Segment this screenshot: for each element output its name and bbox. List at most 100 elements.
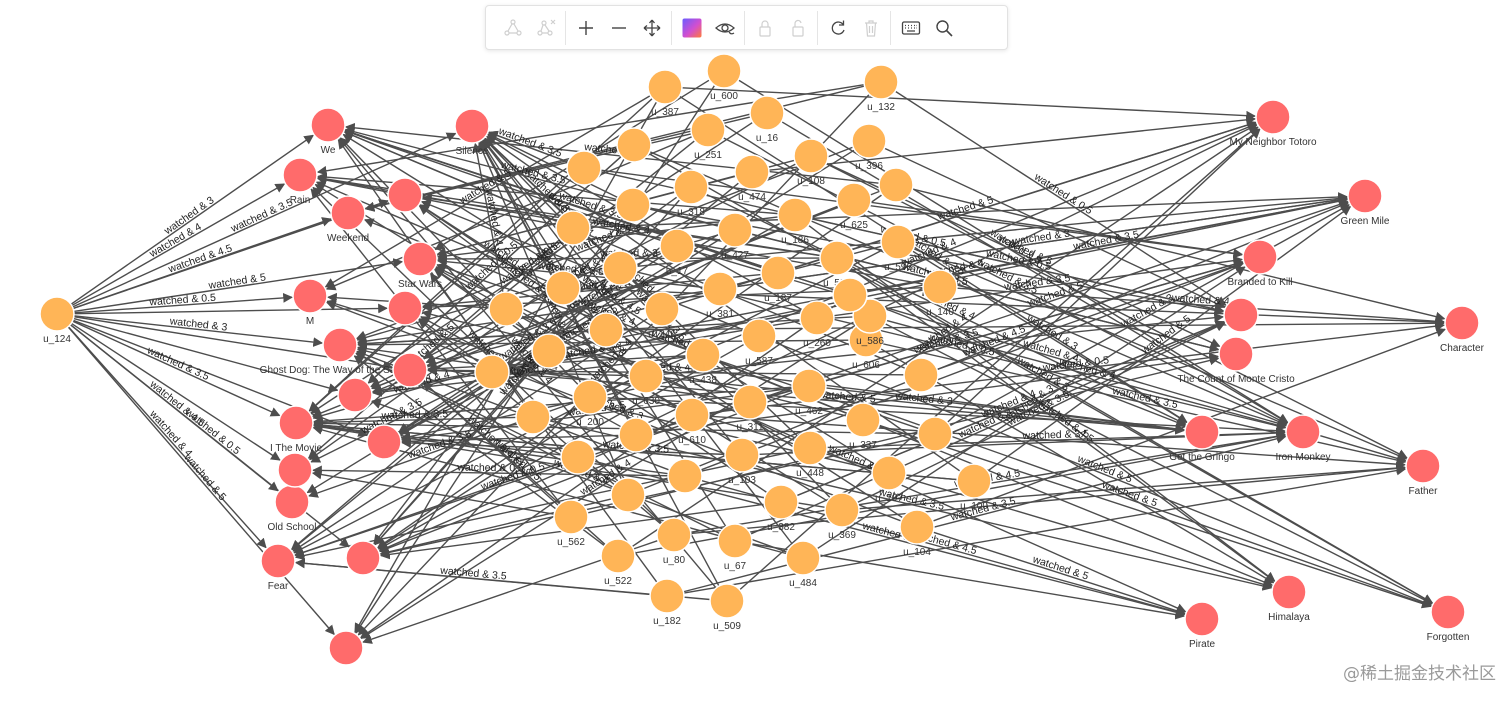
movie-node[interactable]: Silence [454,108,490,157]
user-node[interactable]: u_509 [709,583,745,632]
zoom-in-button[interactable] [569,11,602,44]
movie-node[interactable]: Green Mile [1341,178,1390,227]
movie-node[interactable]: Weekend [327,195,369,244]
user-node[interactable]: u_107 [871,455,907,504]
movie-node-circle[interactable] [1184,601,1220,637]
user-node[interactable]: u_108 [793,138,829,187]
movie-node[interactable]: Branded to Kill [1227,239,1293,288]
user-node-circle[interactable] [899,509,935,545]
user-node-circle[interactable] [871,455,907,491]
movie-node[interactable]: Rain [282,157,318,206]
movie-node-circle[interactable] [328,630,364,666]
movie-node[interactable] [387,290,423,326]
movie-node-circle[interactable] [402,241,438,277]
user-node-circle[interactable] [553,499,589,535]
movie-node-circle[interactable] [282,157,318,193]
movie-node-circle[interactable] [310,107,346,143]
movie-node[interactable]: My Neighbor Totoro [1229,99,1317,148]
user-node[interactable] [616,127,652,163]
movie-node-circle[interactable] [387,290,423,326]
user-node-circle[interactable] [792,430,828,466]
user-node[interactable] [488,291,524,327]
user-node-circle[interactable] [732,384,768,420]
user-node-circle[interactable] [741,318,777,354]
user-node-circle[interactable] [628,358,664,394]
movie-node-circle[interactable] [260,543,296,579]
user-node-circle[interactable] [851,123,887,159]
user-node[interactable]: u_610 [674,397,710,446]
user-node-circle[interactable] [702,271,738,307]
movie-node-circle[interactable] [1285,414,1321,450]
user-node-circle[interactable] [824,492,860,528]
user-node-circle[interactable] [749,95,785,131]
user-node-circle[interactable] [659,228,695,264]
user-node[interactable]: u_337 [845,402,881,451]
user-node-circle[interactable] [793,138,829,174]
zoom-out-button[interactable] [602,11,635,44]
user-node[interactable] [560,439,596,475]
user-node[interactable]: u_596 [880,224,916,273]
movie-node-circle[interactable] [330,195,366,231]
user-node[interactable]: u_104 [899,509,935,558]
user-node-circle[interactable] [903,357,939,393]
user-node-circle[interactable] [673,169,709,205]
movie-node[interactable] [277,452,313,488]
add-edge-button[interactable] [496,11,529,44]
movie-node-circle[interactable] [292,278,328,314]
user-node[interactable]: u_246 [644,291,680,340]
movie-node[interactable] [366,424,402,460]
movie-node-circle[interactable] [1255,99,1291,135]
user-node[interactable] [555,210,591,246]
user-node[interactable] [602,250,638,286]
user-node[interactable] [917,416,953,452]
user-node-circle[interactable] [555,210,591,246]
user-node-circle[interactable] [474,354,510,390]
user-node-circle[interactable] [649,578,685,614]
user-node[interactable]: u_369 [824,492,860,541]
user-node-circle[interactable] [791,368,827,404]
movie-node[interactable] [328,630,364,666]
user-node[interactable]: u_382 [763,484,799,533]
user-node-circle[interactable] [717,212,753,248]
user-node-circle[interactable] [717,523,753,559]
pan-button[interactable] [635,11,668,44]
user-node-circle[interactable] [777,197,813,233]
user-node[interactable]: u_600 [706,53,742,102]
user-node-circle[interactable] [685,337,721,373]
user-node-circle[interactable] [600,538,636,574]
user-node-circle[interactable] [799,300,835,336]
user-node-circle[interactable] [763,484,799,520]
user-node[interactable]: u_474 [734,154,770,203]
user-node[interactable]: u_251 [690,112,726,161]
user-node[interactable]: u_448 [792,430,828,479]
user-node[interactable] [515,399,551,435]
user-node[interactable] [610,477,646,513]
user-node[interactable]: u_587 [741,318,777,367]
movie-node[interactable] [345,540,381,576]
movie-node-circle[interactable] [1405,448,1441,484]
user-node[interactable]: u_387 [647,69,683,118]
movie-node-circle[interactable] [277,452,313,488]
movie-node-circle[interactable] [1218,336,1254,372]
user-node-circle[interactable] [734,154,770,190]
user-node[interactable]: u_311 [732,384,768,433]
movie-node[interactable]: Fear [260,543,296,592]
user-node-circle[interactable] [956,463,992,499]
movie-node-circle[interactable] [392,352,428,388]
movie-node[interactable]: Star Wars [398,241,442,290]
user-node-circle[interactable] [836,182,872,218]
user-node[interactable]: u_381 [702,271,738,320]
movie-node[interactable]: M [292,278,328,327]
delete-edge-button[interactable] [529,11,562,44]
user-node[interactable] [566,150,602,186]
user-node-circle[interactable] [863,64,899,100]
user-node[interactable] [618,417,654,453]
color-palette-button[interactable] [675,11,708,44]
user-node[interactable]: u_484 [785,540,821,589]
unlock-button[interactable] [781,11,814,44]
movie-node[interactable] [1223,297,1259,333]
movie-node-circle[interactable] [454,108,490,144]
movie-node-circle[interactable] [1347,178,1383,214]
user-node[interactable]: u_625 [836,182,872,231]
